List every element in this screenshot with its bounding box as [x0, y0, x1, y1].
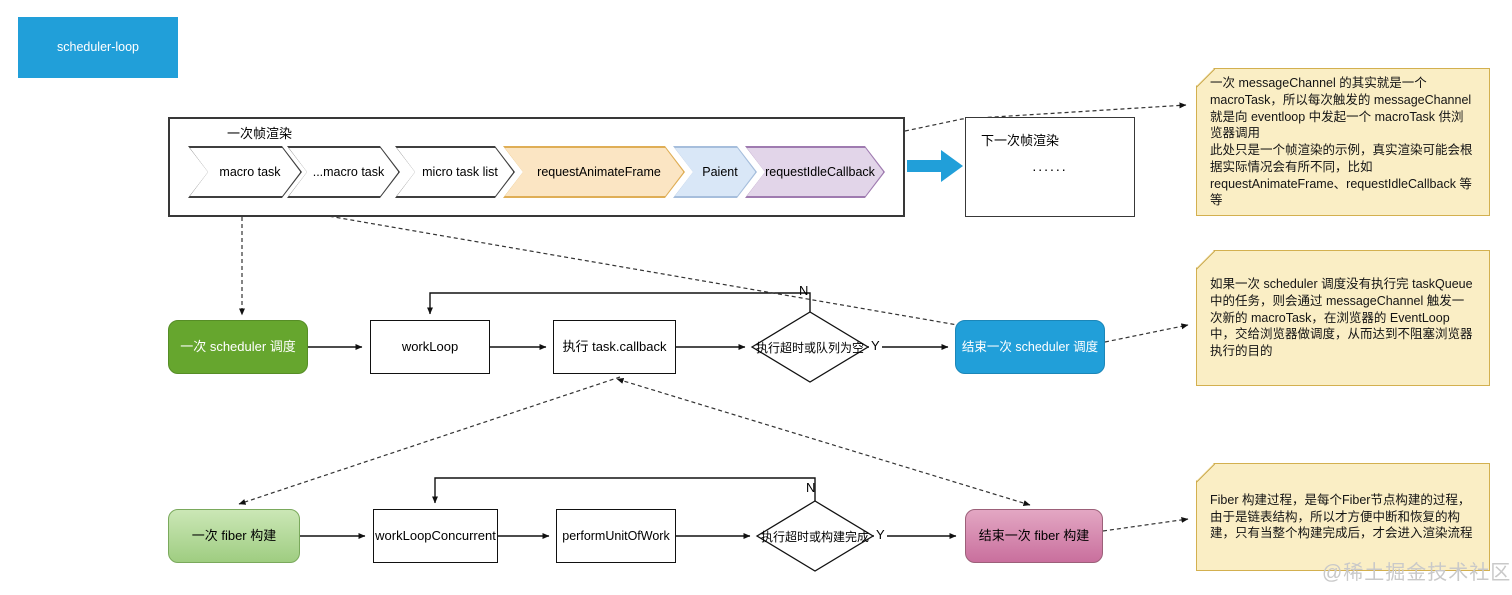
node-label: 一次 fiber 构建	[191, 528, 277, 544]
chevron-more-macro-task: ...macro task	[287, 146, 400, 198]
node-workloop-concurrent: workLoopConcurrent	[373, 509, 498, 563]
arrow-fiber-decision-no-loop	[432, 477, 816, 504]
node-label: 结束一次 scheduler 调度	[961, 339, 1099, 354]
arrow-decision-no-loop	[427, 292, 811, 315]
decision-diamond-scheduler	[750, 311, 870, 383]
node-label: workLoop	[401, 339, 459, 355]
node-label: workLoopConcurrent	[375, 528, 496, 544]
chevron-label: micro task list	[422, 165, 498, 179]
no-label-scheduler: N	[799, 283, 809, 298]
dashed-scheduler-end-to-macrotask	[252, 201, 976, 329]
chevron-request-idle-callback: requestIdleCallback	[745, 146, 885, 198]
next-frame-title: 下一次帧渲染	[981, 133, 1060, 148]
chevron-fill	[747, 148, 884, 197]
chevron-fill	[190, 148, 301, 197]
frame-render-title: 一次帧渲染	[227, 126, 293, 141]
chevron-micro-task-list: micro task list	[395, 146, 515, 198]
note-scheduler-macrotask: 如果一次 scheduler 调度没有执行完 taskQueue 中的任务，则会…	[1196, 250, 1490, 386]
dashed-fiber-end-to-taskcallback	[616, 378, 1031, 506]
chevron-request-animate-frame: requestAnimateFrame	[503, 146, 685, 198]
dashed-scheduler-end-to-note2	[1104, 323, 1189, 343]
big-blue-arrow-icon	[907, 150, 963, 182]
chevron-fill	[505, 148, 684, 197]
chevron-label: ...macro task	[312, 165, 385, 179]
node-scheduler-start: 一次 scheduler 调度	[168, 320, 308, 374]
note-text: Fiber 构建过程，是每个Fiber节点构建的过程，由于是链表结构，所以才方便…	[1210, 492, 1473, 541]
chevron-label: requestAnimateFrame	[537, 165, 661, 179]
node-perform-unit-of-work: performUnitOfWork	[556, 509, 676, 563]
scheduler-loop-label: scheduler-loop	[57, 40, 139, 54]
yes-label-scheduler: Y	[869, 338, 882, 353]
note-text: 如果一次 scheduler 调度没有执行完 taskQueue 中的任务，则会…	[1210, 277, 1473, 359]
scheduler-loop-title-box: scheduler-loop	[18, 17, 178, 78]
decision-diamond-fiber	[755, 500, 875, 572]
next-frame-box: 下一次帧渲染 ......	[965, 117, 1135, 217]
node-label: 结束一次 fiber 构建	[978, 528, 1090, 544]
note-text: 一次 messageChannel 的其实就是一个 macroTask，所以每次…	[1210, 76, 1473, 208]
node-label: performUnitOfWork	[562, 528, 670, 543]
node-label: 一次 scheduler 调度	[180, 339, 296, 355]
dashed-taskcallback-to-fiber-start	[238, 376, 621, 505]
node-task-callback: 执行 task.callback	[553, 320, 676, 374]
node-fiber-start: 一次 fiber 构建	[168, 509, 300, 563]
dashed-frame-to-note1	[904, 102, 1187, 132]
decision-label-fiber: 执行超时或构建完成	[760, 529, 869, 544]
node-label: 执行 task.callback	[562, 339, 667, 355]
watermark: @稀土掘金技术社区	[1322, 562, 1512, 584]
chevron-fill	[397, 148, 514, 197]
yes-label-fiber: Y	[874, 527, 887, 542]
dashed-fiber-end-to-note3	[1102, 516, 1189, 532]
decision-label-scheduler: 执行超时或队列为空	[755, 340, 864, 355]
node-workloop: workLoop	[370, 320, 490, 374]
chevron-label: macro task	[219, 165, 281, 179]
no-label-fiber: N	[806, 480, 816, 495]
note-fiber-build: Fiber 构建过程，是每个Fiber节点构建的过程，由于是链表结构，所以才方便…	[1196, 463, 1490, 571]
next-frame-dots: ......	[1032, 158, 1068, 174]
node-scheduler-end: 结束一次 scheduler 调度	[955, 320, 1105, 374]
note-message-channel: 一次 messageChannel 的其实就是一个 macroTask，所以每次…	[1196, 68, 1490, 216]
node-fiber-end: 结束一次 fiber 构建	[965, 509, 1103, 563]
chevron-label: Paient	[702, 165, 738, 179]
chevron-label: requestIdleCallback	[765, 165, 875, 179]
